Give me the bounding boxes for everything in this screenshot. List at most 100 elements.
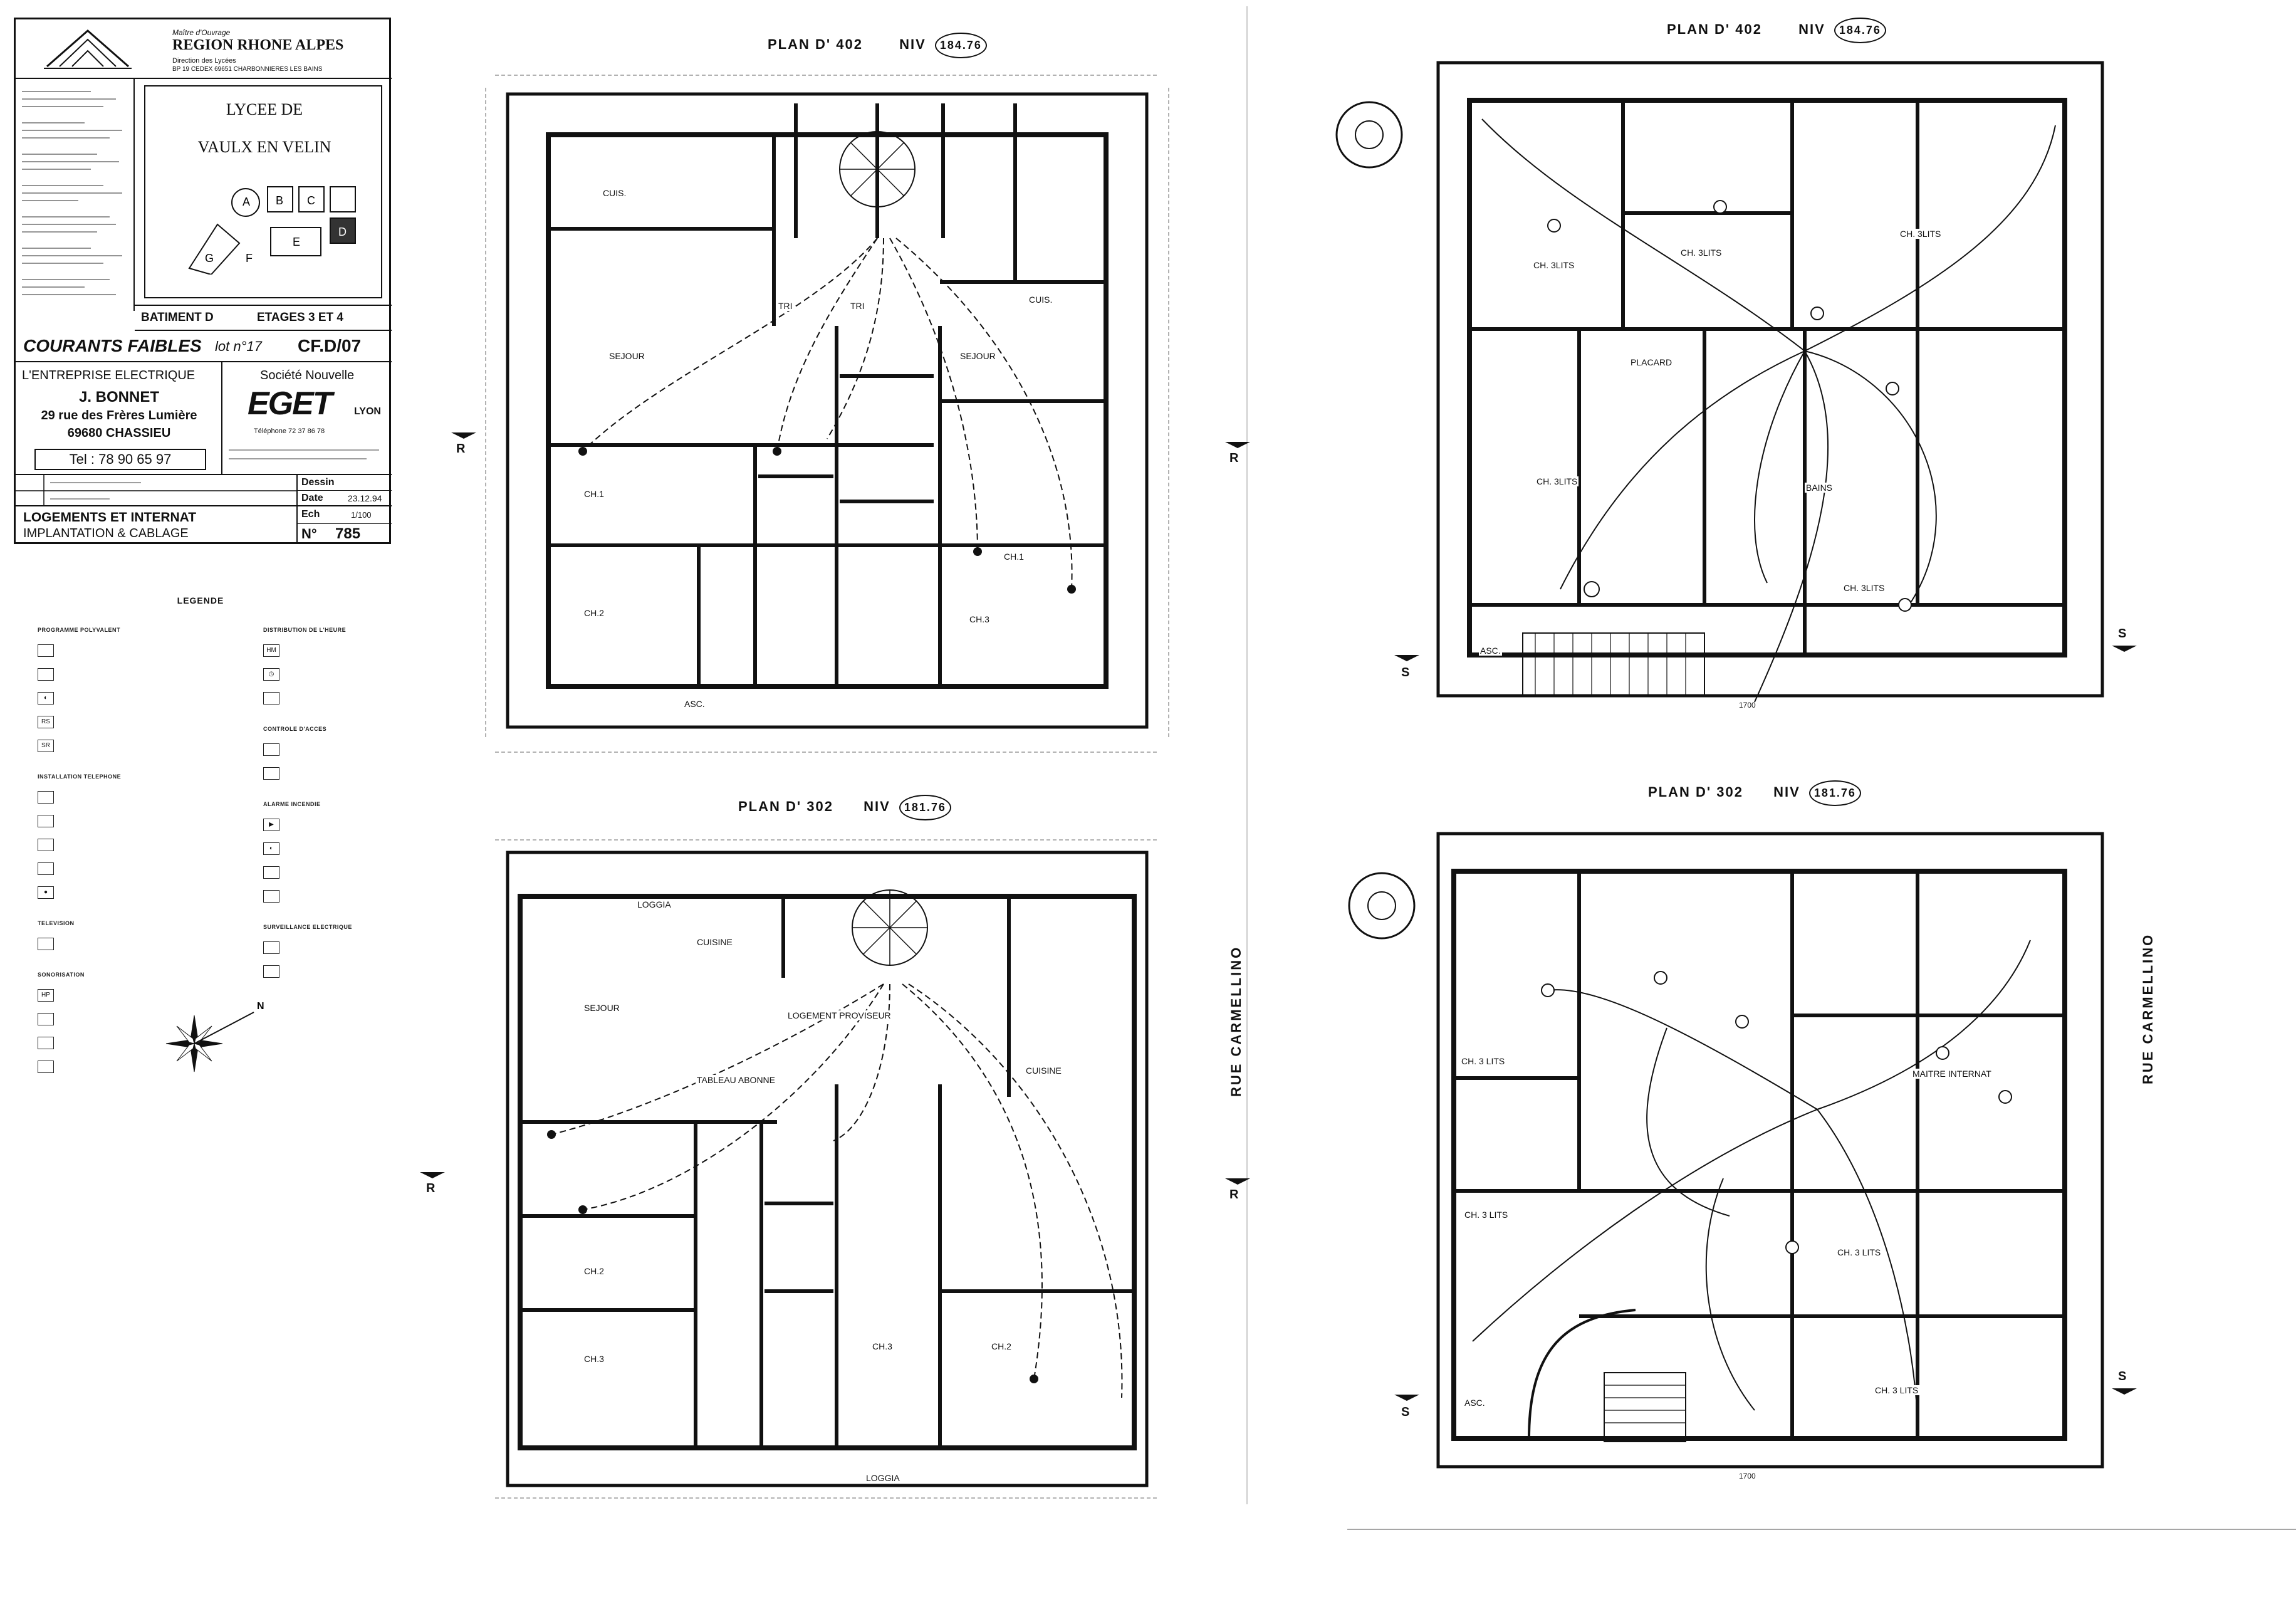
- plan-title-top-left: PLAN D' 402 NIV 184.76: [768, 33, 987, 58]
- room-label: CH. 3LITS: [1679, 248, 1723, 258]
- contractor-name: J. BONNET: [78, 389, 159, 406]
- plan-bl-level: 181.76: [899, 795, 951, 820]
- section-mark-r-3: R: [426, 1181, 436, 1195]
- legend-item: [38, 1061, 194, 1073]
- section-mark-s-2: S: [2118, 627, 2127, 641]
- plan-bottom-left: [495, 839, 1159, 1499]
- legend-section: ALARME INCENDIE▶◐: [263, 801, 401, 903]
- date-label: Date: [301, 493, 323, 503]
- legend-symbol-icon: [263, 941, 279, 954]
- legend-item: SR: [38, 740, 194, 752]
- project-name-line1: LYCEE DE: [226, 100, 303, 118]
- legend-item: HM: [263, 644, 401, 657]
- project-box: LYCEE DE VAULX EN VELIN A B C D E F G: [144, 85, 382, 298]
- legend-section: TELEVISION: [38, 920, 194, 950]
- document-code: CF.D/07: [298, 336, 362, 355]
- section-mark-s-1: S: [1401, 666, 1410, 679]
- drawing-number-row: N° 785: [298, 524, 392, 544]
- legend-item: [263, 692, 401, 705]
- company-label: Société Nouvelle: [260, 369, 355, 382]
- legend-item: HP: [38, 989, 194, 1002]
- legend-symbol-icon: [38, 839, 54, 851]
- company-box: Société Nouvelle EGET LYON Téléphone 72 …: [222, 362, 392, 475]
- legend-symbol-icon: [38, 1013, 54, 1025]
- plan-br-level: 181.76: [1808, 780, 1861, 806]
- legend-symbol-icon: HP: [38, 989, 54, 1002]
- client-address: BP 19 CEDEX 69651 CHARBONNIERES LES BAIN…: [172, 66, 323, 73]
- plan-bottom-right: [1348, 832, 2104, 1469]
- building-label: BATIMENT D: [141, 311, 214, 324]
- room-label: ASC.: [683, 699, 706, 709]
- section-mark-s-4: S: [2118, 1370, 2127, 1383]
- legend-section: CONTROLE D'ACCES: [263, 726, 401, 780]
- contractor-box: L'ENTREPRISE ELECTRIQUE J. BONNET 29 rue…: [16, 362, 222, 475]
- room-label: CH.1: [1003, 552, 1025, 562]
- room-label: CH.2: [583, 608, 605, 618]
- legend-section-title: DISTRIBUTION DE L'HEURE: [263, 627, 347, 633]
- legend-right-column: DISTRIBUTION DE L'HEURE HM ◷ CONTROLE D'ACC…: [263, 627, 401, 978]
- credits-lines: [22, 91, 122, 295]
- room-label: TABLEAU ABONNE: [696, 1075, 777, 1085]
- lot-row: COURANTS FAIBLES lot n°17 CF.D/07: [16, 331, 392, 362]
- section-mark-r-1: R: [456, 442, 466, 456]
- room-label: LOGGIA: [636, 899, 672, 909]
- building-row: BATIMENT D ETAGES 3 ET 4: [135, 305, 392, 331]
- legend-item: [38, 839, 194, 851]
- plan-tr-niv-label: NIV: [1798, 21, 1825, 37]
- room-label: CUISINE: [696, 937, 734, 947]
- overall-width-bottom: 1700: [1739, 1472, 1756, 1480]
- north-label: N: [257, 1001, 264, 1012]
- room-label: CH.3: [871, 1341, 894, 1351]
- legend-item: [38, 862, 194, 875]
- legend-symbol-icon: [38, 668, 54, 681]
- plan-tl-name: PLAN D' 402: [768, 36, 863, 52]
- company-logo: EGET: [248, 385, 333, 422]
- legend-symbol-icon: [38, 1037, 54, 1049]
- key-plan-label-c: C: [307, 194, 315, 207]
- date-row: Date 23.12.94: [298, 491, 392, 506]
- plan-bl-niv-label: NIV: [864, 799, 890, 814]
- key-plan-label-a: A: [243, 196, 250, 208]
- drawn-label: Dessin: [301, 477, 335, 488]
- room-label: ASC.: [1479, 646, 1502, 656]
- company-phone: Téléphone 72 37 86 78: [254, 427, 325, 435]
- plan-tr-name: PLAN D' 402: [1667, 21, 1762, 37]
- plan-top-right: [1335, 61, 2104, 703]
- contractor-address2: 69680 CHASSIEU: [67, 426, 171, 440]
- legend-symbol-icon: ▶: [263, 819, 279, 831]
- room-label: SEJOUR: [959, 351, 997, 361]
- overall-width-top: 1700: [1739, 701, 1756, 710]
- room-label: CH.3: [583, 1354, 605, 1364]
- scale-row: Ech 1/100: [298, 506, 392, 524]
- room-label: CH.2: [583, 1266, 605, 1276]
- revision-lines: [16, 475, 298, 506]
- legend-symbol-icon: [38, 644, 54, 657]
- drawing-number-label: N°: [301, 526, 317, 542]
- legend-item: [38, 791, 194, 804]
- key-plan-label-e: E: [293, 236, 300, 248]
- legend-item: [263, 965, 401, 978]
- legend-section-title: SURVEILLANCE ELECTRIQUE: [263, 924, 352, 930]
- room-label: SEJOUR: [583, 1003, 621, 1013]
- room-label: CH.1: [583, 489, 605, 499]
- room-label: CH. 3 LITS: [1836, 1247, 1882, 1257]
- legend-symbol-icon: SR: [38, 740, 54, 752]
- legend-symbol-icon: [263, 965, 279, 978]
- plan-title-bottom-left: PLAN D' 302 NIV 181.76: [738, 795, 951, 820]
- room-label: TRI: [777, 301, 794, 311]
- legend-item: [38, 815, 194, 827]
- key-plan-label-b: B: [276, 194, 283, 207]
- date-value: 23.12.94: [348, 493, 382, 503]
- room-label: CH. 3LITS: [1532, 260, 1576, 270]
- contractor-phone: Tel : 78 90 65 97: [34, 449, 206, 470]
- section-mark-s-3: S: [1401, 1405, 1410, 1419]
- plan-tl-niv-label: NIV: [899, 36, 926, 52]
- room-label: TRI: [849, 301, 866, 311]
- legend-symbol-icon: [38, 938, 54, 950]
- key-plan-label-d: D: [338, 226, 347, 238]
- legend-item: [38, 668, 194, 681]
- legend-symbol-icon: ◷: [263, 668, 279, 681]
- lot-number: lot n°17: [215, 338, 262, 354]
